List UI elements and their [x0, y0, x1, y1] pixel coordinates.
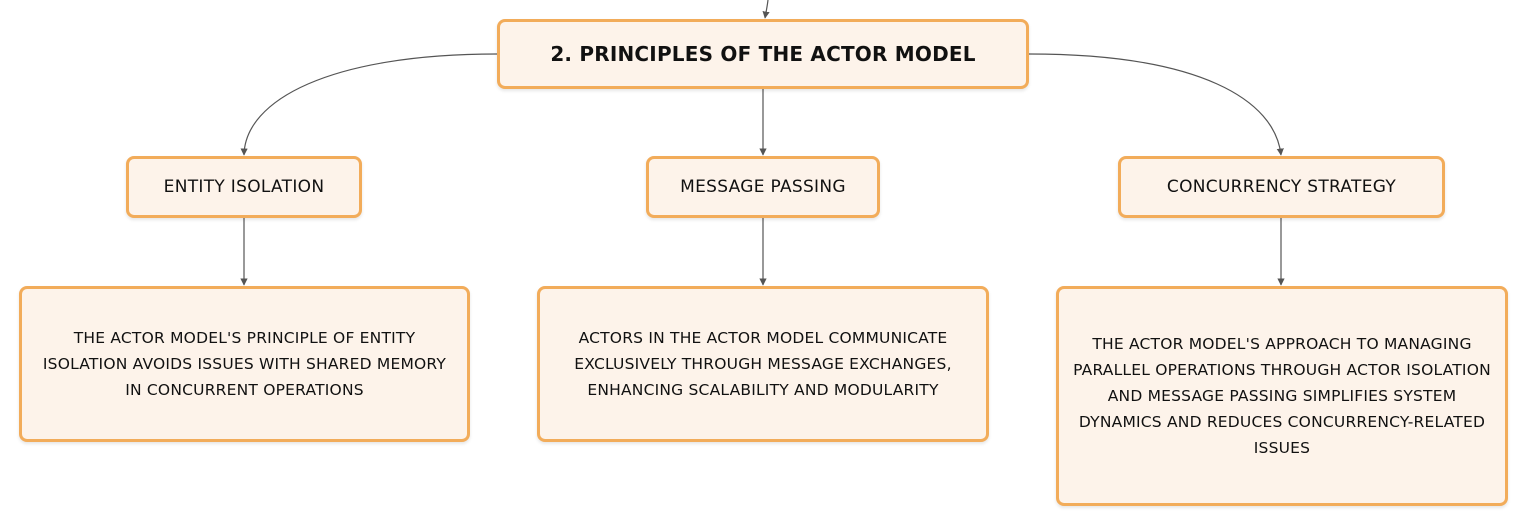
detail-node-text: THE ACTOR MODEL'S PRINCIPLE OF ENTITY IS…	[42, 329, 447, 399]
root-node-label: 2. PRINCIPLES OF THE ACTOR MODEL	[550, 42, 976, 66]
edge-parent-to-root	[762, 0, 770, 19]
detail-node-message-passing[interactable]: ACTORS IN THE ACTOR MODEL COMMUNICATE EX…	[537, 286, 989, 442]
edge-root-to-concurrency-strategy	[1028, 53, 1284, 156]
branch-node-message-passing[interactable]: MESSAGE PASSING	[646, 156, 880, 218]
branch-node-label: CONCURRENCY STRATEGY	[1166, 177, 1397, 197]
root-node[interactable]: 2. PRINCIPLES OF THE ACTOR MODEL	[497, 19, 1029, 89]
detail-node-text: THE ACTOR MODEL'S APPROACH TO MANAGING P…	[1073, 335, 1491, 457]
detail-node-text: ACTORS IN THE ACTOR MODEL COMMUNICATE EX…	[574, 329, 952, 399]
branch-node-entity-isolation[interactable]: ENTITY ISOLATION	[126, 156, 362, 218]
branch-node-label: MESSAGE PASSING	[680, 177, 846, 197]
branch-node-label: ENTITY ISOLATION	[163, 177, 325, 197]
detail-node-concurrency-strategy[interactable]: THE ACTOR MODEL'S APPROACH TO MANAGING P…	[1056, 286, 1508, 506]
edge-root-to-entity-isolation	[240, 53, 498, 156]
detail-node-entity-isolation[interactable]: THE ACTOR MODEL'S PRINCIPLE OF ENTITY IS…	[19, 286, 470, 442]
branch-node-concurrency-strategy[interactable]: CONCURRENCY STRATEGY	[1118, 156, 1445, 218]
